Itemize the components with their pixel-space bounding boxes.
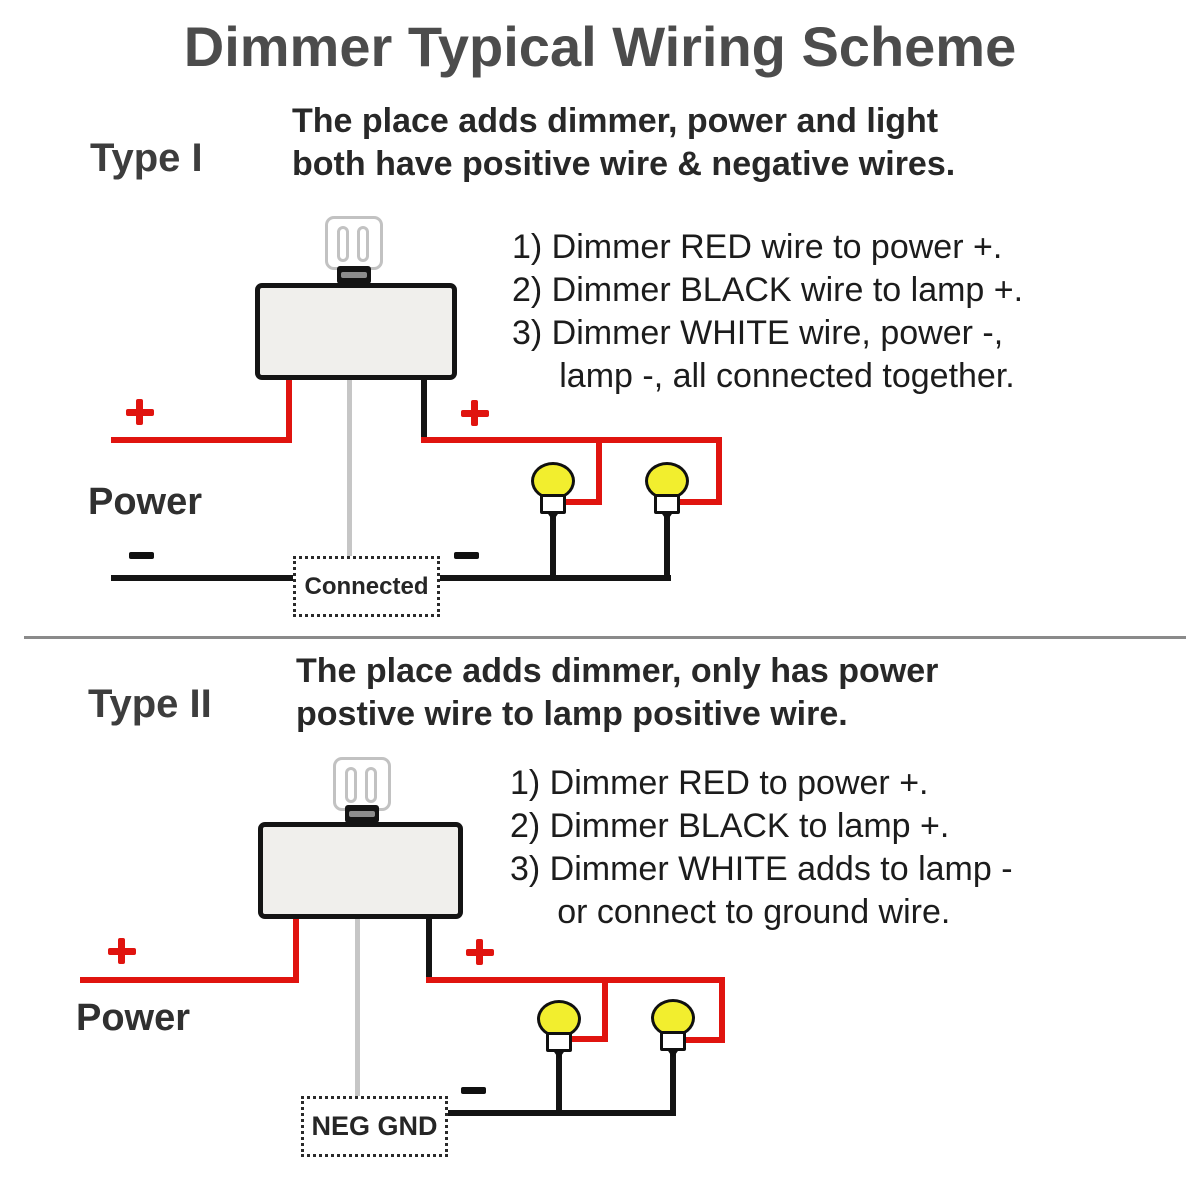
neg-gnd-box: NEG GND [301,1096,448,1157]
plus-icon [461,400,489,426]
section-divider [24,636,1186,639]
lamp2-positive-stub-right [684,1037,725,1043]
lamp1-positive-stub-right [678,499,722,505]
lamp1-positive-drop-right [716,437,722,505]
section2-description: The place adds dimmer, only has power po… [296,652,939,733]
dimmer2-knob [333,757,391,811]
dimmer2-white-wire [355,915,360,1097]
minus-icon [461,1087,486,1094]
bulb-wire-taper [552,1049,566,1059]
minus-icon [129,552,154,559]
power2-label: Power [76,997,191,1039]
bulb4-negative-wire [670,1049,676,1116]
knob-slot [337,226,349,262]
lamp2-positive-drop-left [602,977,608,1042]
connector-slot [341,272,367,278]
power1-positive-wire [111,437,292,443]
dimmer2-box [258,822,463,919]
dimmer1-box [255,283,457,380]
bulb-wire-taper [546,511,560,521]
plus-icon [126,399,154,425]
bulb [651,999,695,1037]
dimmer2-black-wire [426,915,432,981]
plus-icon [466,939,494,965]
bulb2-negative-wire [664,512,670,581]
bulb [537,1000,581,1038]
knob-slot [357,226,369,262]
bulb1-negative-wire [550,512,556,581]
lamp1-negative-rail [440,575,671,581]
page-title: Dimmer Typical Wiring Scheme [183,15,1017,78]
minus-icon [454,552,479,559]
connected-box: Connected [293,556,440,617]
dimmer1-knob-connector [337,266,371,284]
lamp1-positive-rail [421,437,722,443]
lamp2-negative-rail [448,1110,676,1116]
power1-negative-wire [111,575,293,581]
connector-slot [349,811,375,817]
lamp1-positive-drop-left [596,437,602,505]
dimmer1-white-wire [347,376,352,559]
plus-icon [108,938,136,964]
dimmer1-black-wire [421,376,427,441]
section1-type-label: Type I [90,136,203,180]
knob-slot [345,767,357,803]
power1-label: Power [88,481,203,523]
knob-slot [365,767,377,803]
lamp2-positive-rail [426,977,725,983]
lamp2-positive-stub-left [568,1036,608,1042]
dimmer1-knob [325,216,383,270]
dimmer2-red-wire [293,915,299,983]
power2-positive-wire [80,977,299,983]
lamp1-positive-stub-left [562,499,602,505]
bulb-wire-taper [666,1048,680,1058]
section1-description: The place adds dimmer, power and light b… [292,102,956,183]
section2-instructions: 1) Dimmer RED to power +. 2) Dimmer BLAC… [510,764,1013,931]
section2-type-label: Type II [88,682,212,726]
section1-instructions: 1) Dimmer RED wire to power +. 2) Dimmer… [512,228,1024,395]
lamp2-positive-drop-right [719,977,725,1043]
bulb-wire-taper [660,511,674,521]
bulb3-negative-wire [556,1050,562,1116]
dimmer2-knob-connector [345,805,379,823]
dimmer1-red-wire [286,376,292,443]
